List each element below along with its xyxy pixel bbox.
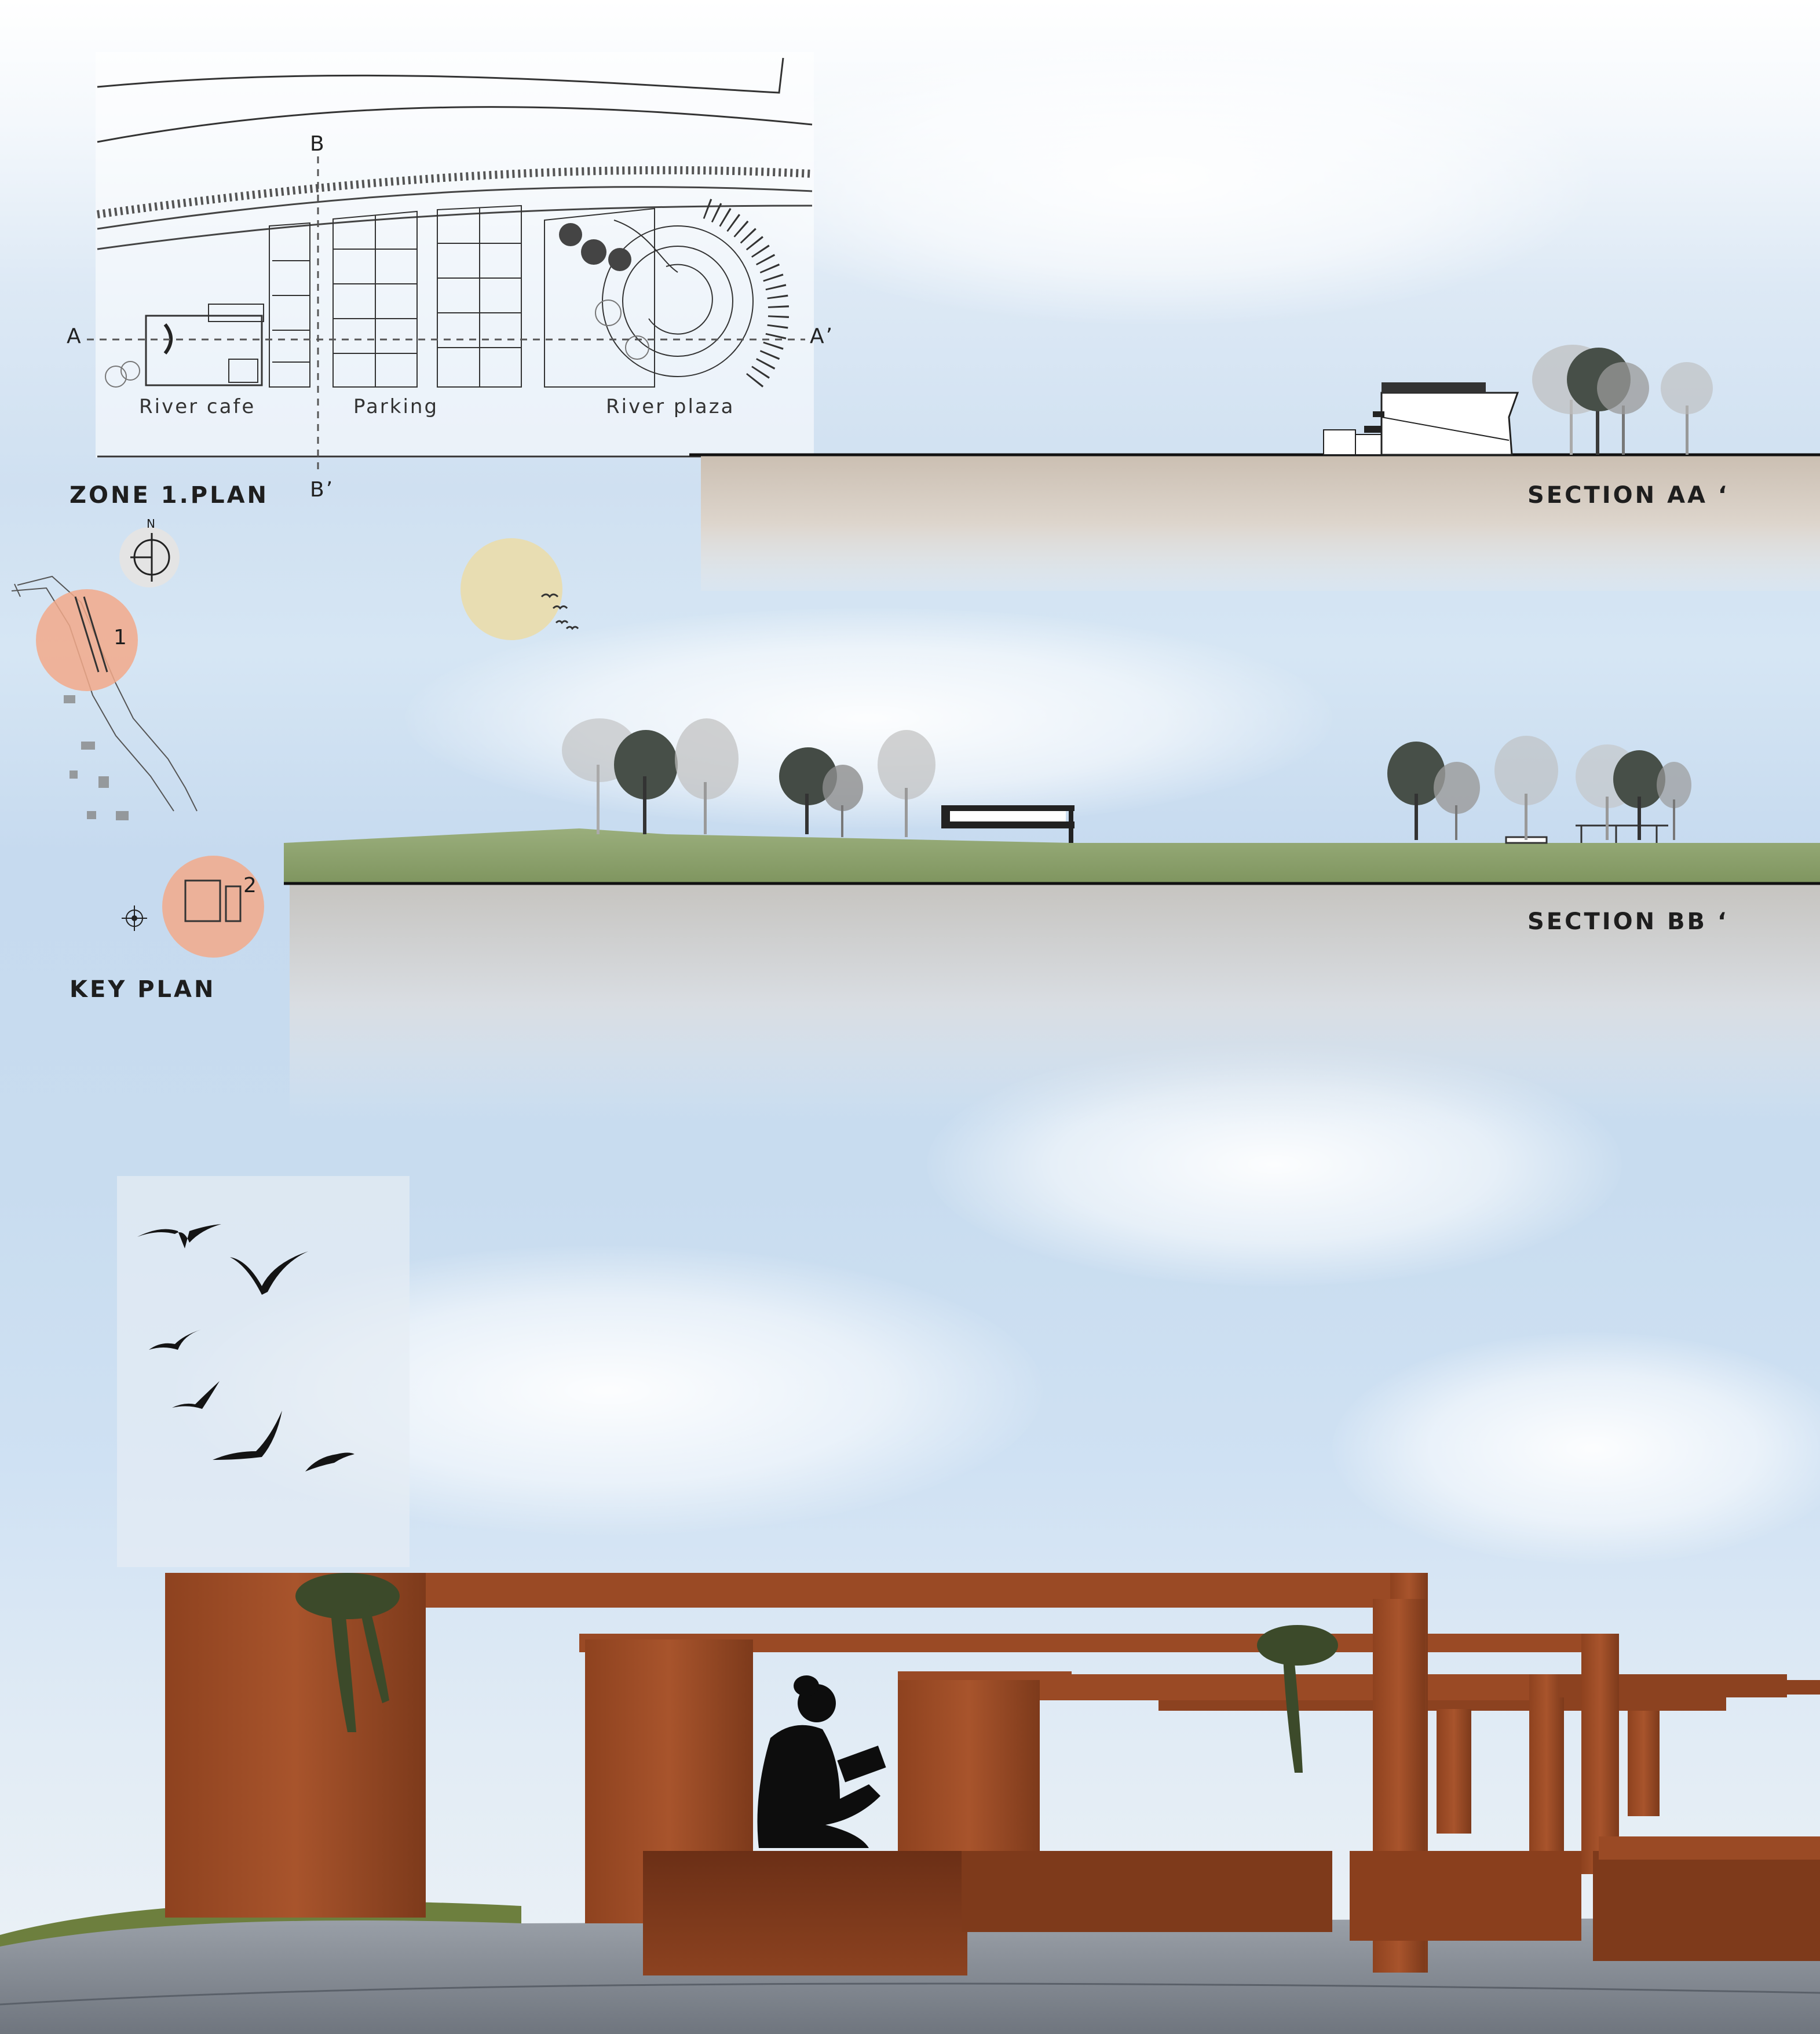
tree-icon xyxy=(562,718,1691,840)
birds-panel xyxy=(117,1176,410,1567)
zone-label-river-plaza: River plaza xyxy=(606,395,735,418)
key-plan-drawing xyxy=(11,527,264,958)
north-arrow-icon xyxy=(119,527,180,587)
hanging-plant-icon xyxy=(295,1573,1338,1773)
tree-icon xyxy=(559,223,631,271)
section-bb-title: SECTION BB ‘ xyxy=(1527,908,1729,935)
key-plan-marker-1-label: 1 xyxy=(114,626,129,649)
bird-icon xyxy=(137,1224,355,1471)
person-reading-icon xyxy=(757,1675,886,1848)
section-mark-b: B xyxy=(310,132,326,156)
key-plan-title: KEY PLAN xyxy=(70,976,216,1003)
section-aa-drawing xyxy=(689,345,1820,591)
seating-block xyxy=(643,1836,1820,1975)
sun xyxy=(461,538,562,640)
section-bb: SECTION BB ‘ xyxy=(284,521,1820,1124)
north-label: N xyxy=(147,517,157,531)
site-plan-drawing xyxy=(87,52,814,475)
bird-icon xyxy=(540,593,579,630)
section-mark-a-prime: A’ xyxy=(810,324,835,348)
pavilion-frame-far xyxy=(1158,1680,1820,1834)
birds-drawing xyxy=(137,1224,355,1471)
cloud xyxy=(405,608,1332,828)
zone-label-parking: Parking xyxy=(353,395,439,418)
zone-plan-title: ZONE 1.PLAN xyxy=(70,482,269,509)
section-aa-title: SECTION AA ‘ xyxy=(1527,482,1730,509)
section-aa: SECTION AA ‘ xyxy=(689,324,1820,591)
key-plan-marker-1 xyxy=(36,589,138,691)
section-mark-a: A xyxy=(67,324,83,348)
compass-icon xyxy=(122,905,147,931)
key-plan-marker-2-label: 2 xyxy=(243,874,258,897)
cloud xyxy=(724,35,1593,324)
cafe-building-section xyxy=(1323,382,1519,456)
section-mark-b-prime: B’ xyxy=(310,478,335,502)
tree-icon xyxy=(1532,345,1713,455)
key-plan-marker-2 xyxy=(162,856,264,958)
pergola-section xyxy=(1505,824,1668,844)
key-plan: N 1 2 KEY PLAN xyxy=(0,510,290,1020)
pavilion-render-drawing xyxy=(0,1573,1820,2034)
zone-label-river-cafe: River cafe xyxy=(139,395,256,418)
section-bb-drawing xyxy=(284,538,1820,1124)
cloud xyxy=(1332,1332,1820,1564)
pavilion-section xyxy=(941,805,1075,843)
pavilion-render xyxy=(0,1564,1820,2034)
zone-plan: A A’ B B’ River cafe Parking River plaza… xyxy=(0,0,832,509)
